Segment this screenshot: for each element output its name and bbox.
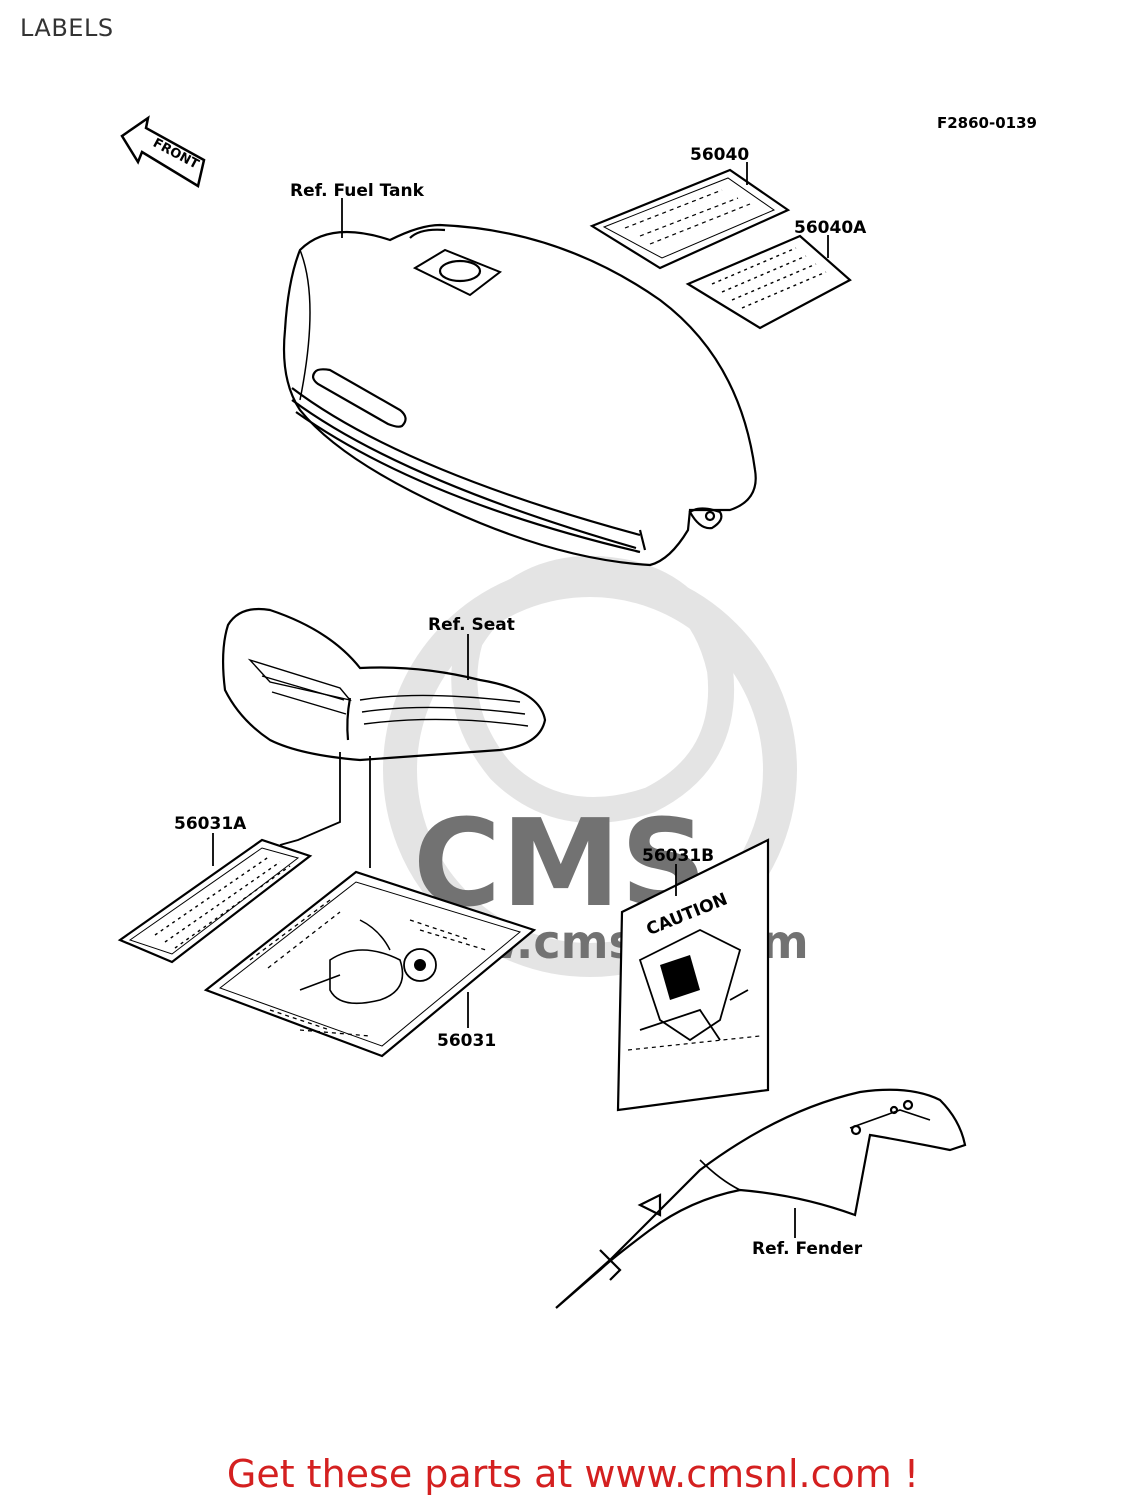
- ref-fuel-tank-label: Ref. Fuel Tank: [290, 181, 425, 201]
- part-56031A-label: 56031A: [174, 814, 247, 834]
- figure-code: F2860-0139: [937, 114, 1037, 132]
- part-56031-label: 56031: [437, 1031, 496, 1051]
- part-56040-label: 56040: [690, 145, 749, 165]
- ref-seat-label: Ref. Seat: [428, 615, 515, 635]
- seat: [222, 607, 547, 762]
- footer-link[interactable]: Get these parts at www.cmsnl.com !: [226, 1452, 920, 1496]
- label-56031: [203, 870, 537, 1058]
- ref-fender-label: Ref. Fender: [752, 1239, 863, 1259]
- part-56040A-label: 56040A: [794, 218, 867, 238]
- page-title: LABELS: [20, 14, 114, 42]
- label-56031B: CAUTION: [616, 838, 770, 1112]
- label-56040: [589, 168, 791, 270]
- fender: [555, 1088, 967, 1309]
- fuel-tank: [282, 223, 757, 567]
- front-arrow-icon: FRONT: [120, 115, 206, 188]
- label-56040A: [685, 234, 852, 330]
- part-56031B-label: 56031B: [642, 846, 714, 866]
- label-56031A: [117, 838, 313, 964]
